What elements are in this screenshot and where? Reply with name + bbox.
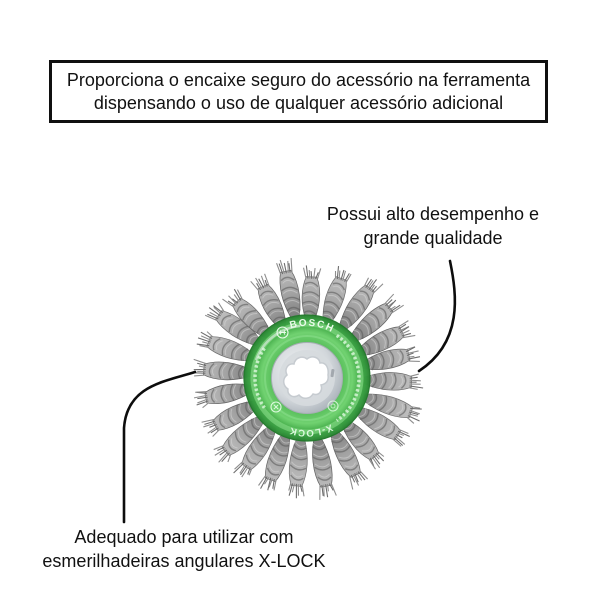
wire-knot (193, 383, 253, 409)
wire-knot (213, 415, 265, 463)
left-callout-line (122, 370, 197, 524)
bosch-anchor-logo-icon (276, 326, 289, 339)
wire-knot (276, 258, 301, 321)
hub-highlight-ring (250, 321, 364, 435)
bottom-callout-text: Adequado para utilizar com esmerilhadeir… (24, 525, 344, 573)
wire-knot (233, 424, 277, 478)
bottom-callout-line2: esmerilhadeiras angulares X-LOCK (42, 551, 326, 571)
wire-knot (201, 400, 259, 437)
wire-knot (301, 265, 322, 324)
wire-knot (322, 266, 352, 326)
top-info-box: Proporciona o encaixe seguro do acessóri… (49, 60, 548, 123)
wire-knot (361, 346, 421, 371)
top-info-line2: dispensando o uso de qualquer acessório … (93, 92, 504, 113)
hub: BOSCH X-LOCK (243, 314, 371, 442)
wire-knot (204, 302, 262, 347)
right-callout-line1: Possui alto desempenho e (326, 204, 540, 224)
right-callout-line (417, 259, 457, 373)
metal-sheen (254, 324, 301, 361)
wire-knot (191, 358, 252, 381)
hub-inner-highlight (264, 335, 350, 421)
x-lock-round-logo-icon (270, 401, 282, 413)
wire-knot (338, 277, 384, 332)
wire-knot (250, 273, 287, 330)
wire-knot (349, 293, 404, 343)
wire-knot (362, 393, 422, 424)
hub-side-print-right (335, 333, 361, 423)
x-lock-mount-hole (283, 356, 329, 399)
top-info-line1: Proporciona o encaixe seguro do acessóri… (66, 69, 531, 90)
wire-knot (330, 429, 369, 490)
wire-knot (222, 288, 272, 339)
metal-stamp-mark (330, 369, 335, 378)
hub-side-print-left (253, 347, 266, 409)
right-callout-text: Possui alto desempenho e grande qualidad… (315, 202, 551, 250)
wire-knot (340, 418, 385, 470)
wire-knot (363, 372, 424, 391)
bottom-callout-line1: Adequado para utilizar com (74, 527, 294, 547)
certification-round-mark-icon (327, 400, 339, 412)
wire-knot (311, 436, 337, 500)
wire-knot (288, 436, 308, 499)
wire-knot (357, 320, 416, 357)
right-callout-line2: grande qualidade (363, 228, 503, 248)
wire-knot (258, 432, 291, 491)
wire-knot (354, 406, 410, 447)
brush-wire-knots (191, 258, 424, 500)
